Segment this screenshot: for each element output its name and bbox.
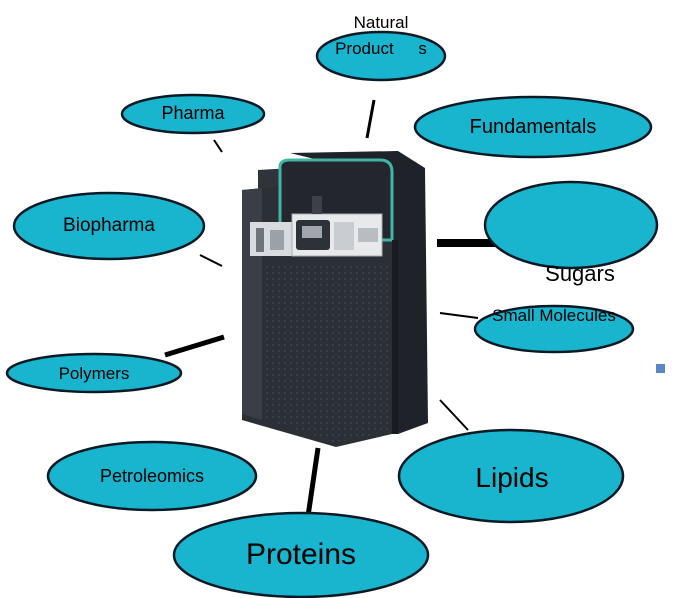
connector-pharma bbox=[214, 140, 222, 152]
connector-polymers bbox=[165, 337, 224, 355]
bubble-sugars bbox=[485, 182, 657, 268]
bullet-marker bbox=[656, 364, 665, 373]
label-sugars: Sugars bbox=[530, 261, 630, 286]
label-pharma: Pharma bbox=[122, 103, 264, 124]
instrument-image bbox=[242, 140, 437, 447]
label-lipids: Lipids bbox=[400, 462, 624, 494]
label-natural-products: Natural Product s bbox=[333, 10, 429, 62]
label-proteins: Proteins bbox=[174, 538, 428, 573]
label-petroleomics: Petroleomics bbox=[48, 466, 256, 487]
label-polymers: Polymers bbox=[7, 364, 181, 384]
connector-small-molecules bbox=[440, 313, 478, 318]
connector-natural-products bbox=[367, 100, 374, 138]
label-biopharma: Biopharma bbox=[14, 215, 204, 237]
connector-biopharma bbox=[200, 255, 222, 266]
connector-lipids bbox=[440, 400, 468, 430]
label-small-molecules: Small Molecules bbox=[490, 304, 618, 328]
label-fundamentals: Fundamentals bbox=[415, 116, 651, 139]
